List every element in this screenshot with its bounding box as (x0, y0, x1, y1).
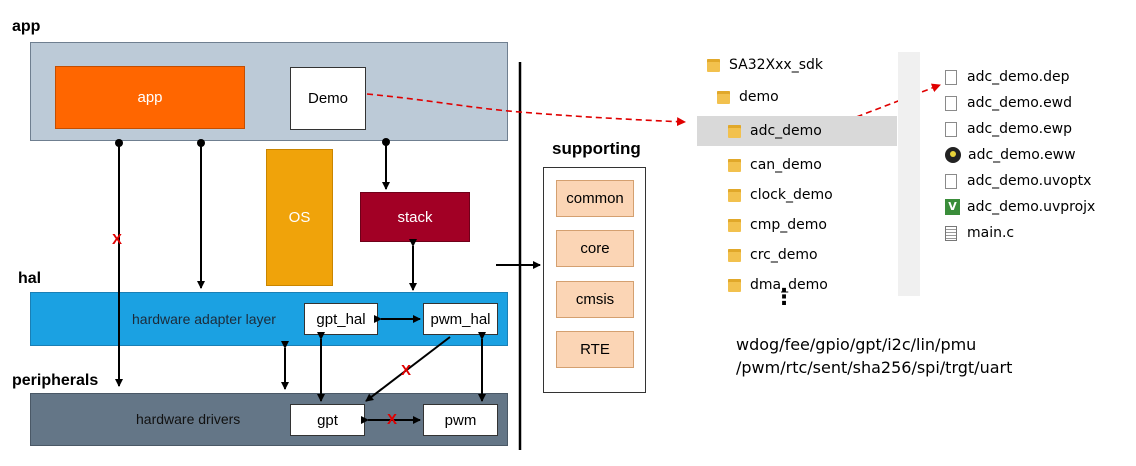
folder-icon (728, 124, 741, 138)
gpt-box: gpt (290, 404, 365, 436)
pwm-hal-box: pwm_hal (423, 303, 498, 335)
tree-folder-adc-demo[interactable]: adc_demo (697, 116, 897, 146)
hal-label: hardware adapter layer (132, 311, 276, 327)
file-list: adc_demo.dep adc_demo.ewd adc_demo.ewp a… (945, 66, 1130, 248)
file-item[interactable]: adc_demo.uvoptx (945, 170, 1130, 192)
folder-icon (717, 90, 730, 104)
folder-to-files-link (837, 83, 941, 125)
tree-scrollbar[interactable] (898, 52, 920, 296)
app-to-hal-arrow (197, 139, 205, 289)
hal-layer-title: hal (18, 270, 42, 287)
support-item-rte: RTE (556, 331, 634, 368)
keil-project-icon: V (945, 199, 960, 215)
blocked-mark-app-drivers: X (112, 231, 123, 248)
stack-box: stack (360, 192, 470, 242)
more-folders-line-1: wdog/fee/gpio/gpt/i2c/lin/pmu (736, 335, 977, 354)
drivers-label: hardware drivers (136, 411, 241, 427)
peripherals-layer-title: peripherals (12, 372, 99, 389)
file-item[interactable]: V adc_demo.uvprojx (945, 196, 1130, 218)
file-icon (945, 69, 957, 85)
folder-icon (728, 158, 741, 172)
demo-box: Demo (290, 67, 366, 130)
app-to-drivers-arrow (115, 139, 123, 387)
file-icon (945, 95, 957, 111)
tree-root[interactable]: SA32Xxx_sdk (697, 54, 897, 76)
support-item-core: core (556, 230, 634, 267)
app-layer-title: app (12, 18, 41, 35)
demo-to-folder-link (366, 93, 686, 127)
file-item[interactable]: adc_demo.ewp (945, 118, 1130, 140)
app-box: app (55, 66, 245, 129)
folder-icon (728, 218, 741, 232)
tree-folder-clock-demo[interactable]: clock_demo (697, 184, 897, 206)
tree-demo[interactable]: demo (697, 86, 897, 108)
pwmhal-gpt-arrow (365, 336, 451, 402)
gpt-hal-box: gpt_hal (304, 303, 378, 335)
file-item[interactable]: main.c (945, 222, 1130, 244)
pwm-box: pwm (423, 404, 498, 436)
support-item-cmsis: cmsis (556, 281, 634, 318)
file-item[interactable]: adc_demo.dep (945, 66, 1130, 88)
tree-folder-cmp-demo[interactable]: cmp_demo (697, 214, 897, 236)
folder-icon (728, 278, 741, 292)
folder-icon (707, 58, 720, 72)
more-folders-line-2: /pwm/rtc/sent/sha256/spi/trgt/uart (736, 358, 1013, 377)
file-icon (945, 173, 957, 189)
tree-folder-can-demo[interactable]: can_demo (697, 154, 897, 176)
file-icon (945, 121, 957, 137)
file-item[interactable]: adc_demo.eww (945, 144, 1130, 166)
file-item[interactable]: adc_demo.ewd (945, 92, 1130, 114)
blocked-mark-pwmhal-gpt: X (401, 362, 412, 379)
folder-icon (728, 248, 741, 262)
demo-to-stack-arrow (382, 138, 390, 190)
folder-tree: SA32Xxx_sdk demo adc_demo can_demo clock… (697, 54, 897, 296)
supporting-title: supporting (552, 139, 641, 158)
blocked-mark-gpt-pwm: X (387, 411, 398, 428)
iar-workspace-icon (945, 147, 961, 163)
tree-folder-crc-demo[interactable]: crc_demo (697, 244, 897, 266)
os-box: OS (266, 149, 333, 286)
folder-icon (728, 188, 741, 202)
more-folders-ellipsis: ⋮ (773, 284, 795, 309)
more-folders-text: wdog/fee/gpio/gpt/i2c/lin/pmu /pwm/rtc/s… (736, 333, 1012, 379)
tree-folder-dma-demo[interactable]: dma_demo (697, 274, 897, 296)
support-item-common: common (556, 180, 634, 217)
c-source-icon (945, 225, 957, 241)
